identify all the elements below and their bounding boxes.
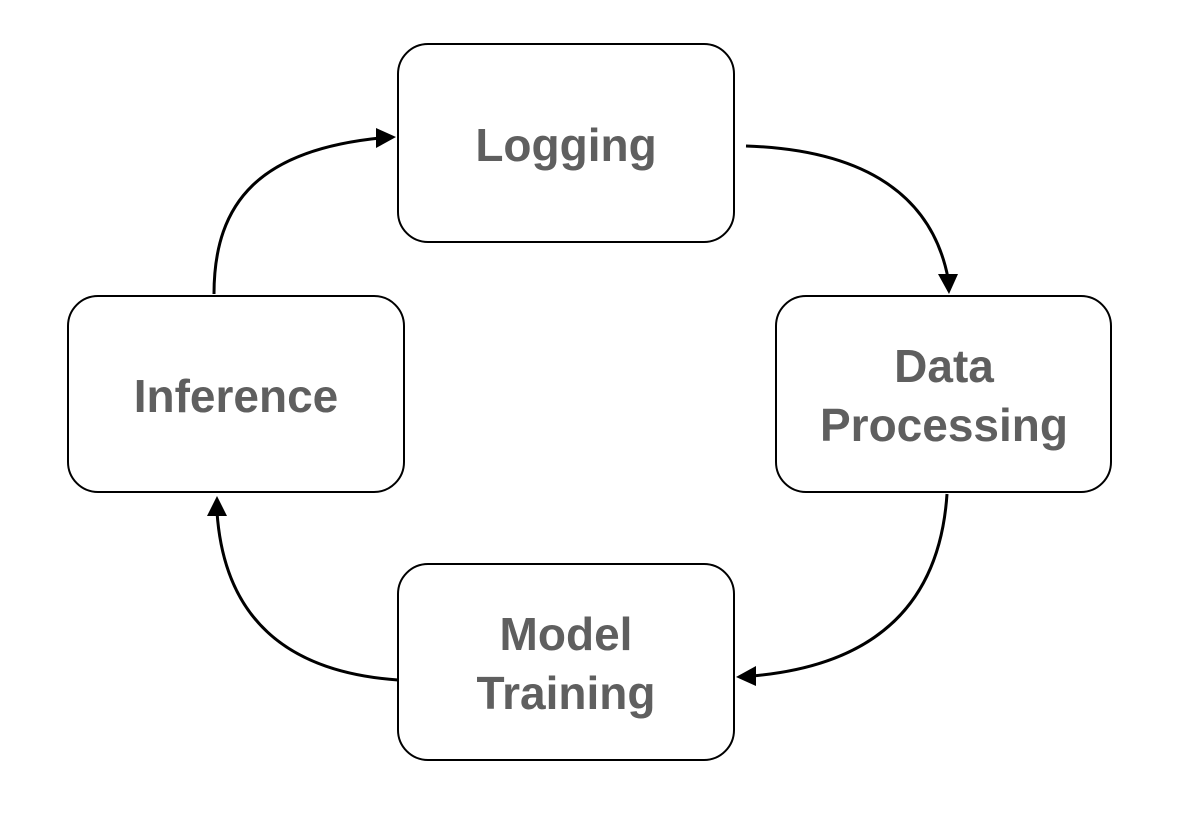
node-box [67, 295, 405, 493]
node-logging: Logging [397, 43, 735, 243]
edge-inference-to-logging [212, 128, 396, 295]
edge-data-processing-to-model-training [736, 493, 949, 686]
edge-model-training-to-inference [207, 496, 399, 682]
arrowhead [207, 496, 227, 516]
edge-logging-to-data-processing [745, 144, 958, 294]
node-model-training: Model Training [397, 563, 735, 761]
connector-line [745, 144, 950, 279]
arrowhead [736, 666, 756, 686]
arrowhead [938, 274, 958, 294]
node-box [775, 295, 1112, 493]
node-label-inference: Inference [134, 370, 339, 422]
node-inference: Inference [67, 295, 405, 493]
node-box [397, 563, 735, 761]
node-data-processing: Data Processing [775, 295, 1112, 493]
arrowhead [376, 128, 396, 148]
node-label-model-training: Model [500, 608, 633, 660]
node-label-data-processing: Data [894, 340, 994, 392]
node-box [397, 43, 735, 243]
connectors [207, 128, 958, 686]
connector-line [215, 511, 399, 682]
node-label-model-training: Training [477, 667, 656, 719]
node-label-data-processing: Processing [820, 399, 1068, 451]
connector-line [751, 493, 949, 678]
connector-line [212, 136, 381, 295]
node-label-logging: Logging [475, 119, 656, 171]
